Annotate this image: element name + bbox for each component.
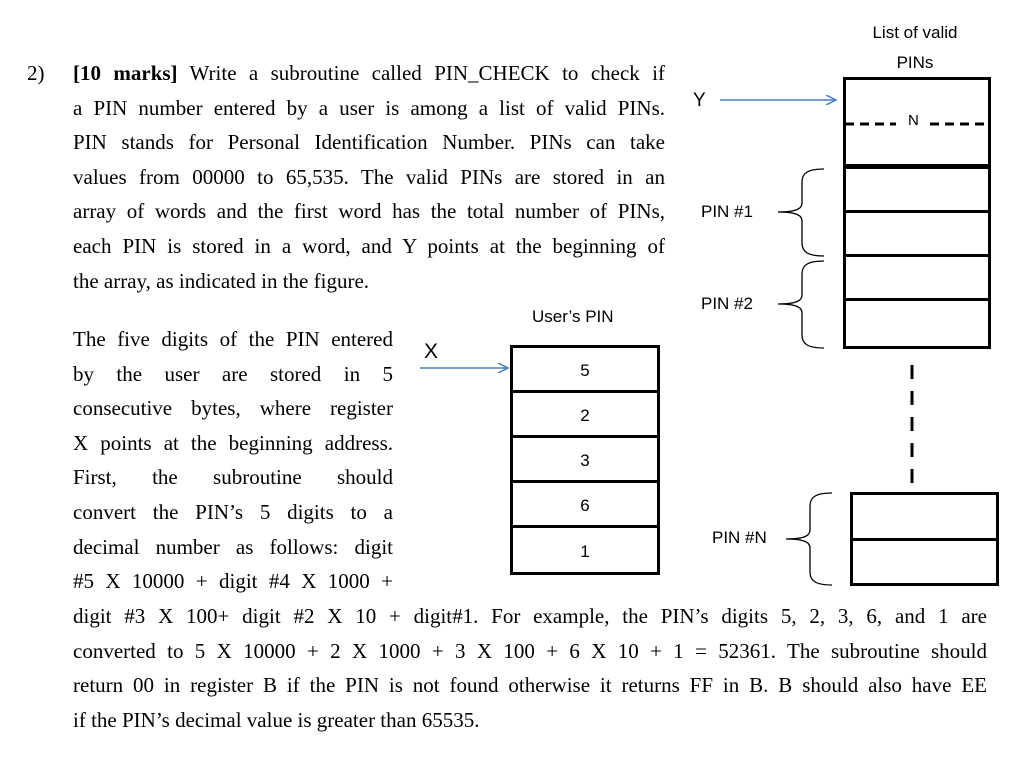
list-title-line1: List of valid [872, 23, 958, 42]
question-side: The five digits of the PIN entered by th… [73, 322, 393, 599]
user-pin-title: User’s PIN [532, 307, 614, 326]
n-label: N [904, 112, 923, 129]
pin2-label: PIN #2 [701, 294, 753, 313]
user-digit-value: 1 [580, 542, 590, 561]
user-digit-box [510, 525, 660, 575]
user-digit-value: 3 [580, 451, 590, 470]
intro-line-5: each PIN is stored in a word, and Y poin… [73, 233, 665, 258]
user-digit-value: 6 [580, 496, 590, 515]
side-line-7: #5 X 10000 + digit #4 X 1000 + [73, 569, 393, 594]
user-digit-value: 5 [580, 361, 590, 380]
pin1-byte-low [843, 210, 991, 257]
side-line-6: decimal number as follows: digit [73, 534, 393, 559]
y-label: Y [693, 90, 706, 111]
brace-pinN [785, 492, 833, 586]
question-number: 2) [27, 61, 45, 85]
intro-line-1: a PIN number entered by a user is among … [73, 95, 665, 120]
intro-line-3: values from 00000 to 65,535. The valid P… [73, 164, 665, 189]
pinN-label: PIN #N [712, 528, 767, 547]
side-line-0: The five digits of the PIN entered [73, 327, 393, 351]
side-line-2: consecutive bytes, where register [73, 396, 393, 421]
pin1-byte-high [843, 166, 991, 213]
brace-pin2 [777, 260, 825, 349]
brace-pin1 [777, 168, 825, 257]
bottom-line-1: converted to 5 X 10000 + 2 X 1000 + 3 X … [73, 638, 987, 663]
side-line-5: convert the PIN’s 5 digits to a [73, 499, 393, 524]
intro-line-6: the array, as indicated in the figure. [73, 268, 370, 293]
side-line-1: by the user are stored in 5 [73, 361, 393, 386]
pin2-byte-high [843, 254, 991, 301]
pin1-label: PIN #1 [701, 202, 753, 221]
bottom-line-0: digit #3 X 100+ digit #2 X 10 + digit#1.… [73, 604, 987, 628]
intro-line-2: PIN stands for Personal Identification N… [73, 130, 665, 155]
pin2-byte-low [843, 298, 991, 349]
count-word-box [843, 77, 991, 167]
side-line-4: First, the subroutine should [73, 465, 393, 490]
pinN-byte-low [850, 538, 999, 586]
bottom-line-2: return 00 in register B if the PIN is no… [73, 673, 987, 698]
list-title: List of valid PINs [860, 18, 970, 78]
pinN-byte-high [850, 492, 999, 541]
question-bottom: digit #3 X 100+ digit #2 X 10 + digit#1.… [73, 599, 987, 737]
list-title-line2: PINs [896, 53, 934, 72]
x-label: X [424, 340, 439, 363]
intro-line-4: array of words and the first word has th… [73, 199, 665, 224]
question-intro: [10 marks] Write a subroutine called PIN… [73, 56, 665, 298]
bottom-line-3: if the PIN’s decimal value is greater th… [73, 707, 480, 732]
marks-label: [10 marks] [73, 61, 178, 85]
user-digit-value: 2 [580, 406, 590, 425]
side-line-3: X points at the beginning address. [73, 430, 393, 455]
intro-line-0: [10 marks] Write a subroutine called PIN… [73, 61, 665, 85]
